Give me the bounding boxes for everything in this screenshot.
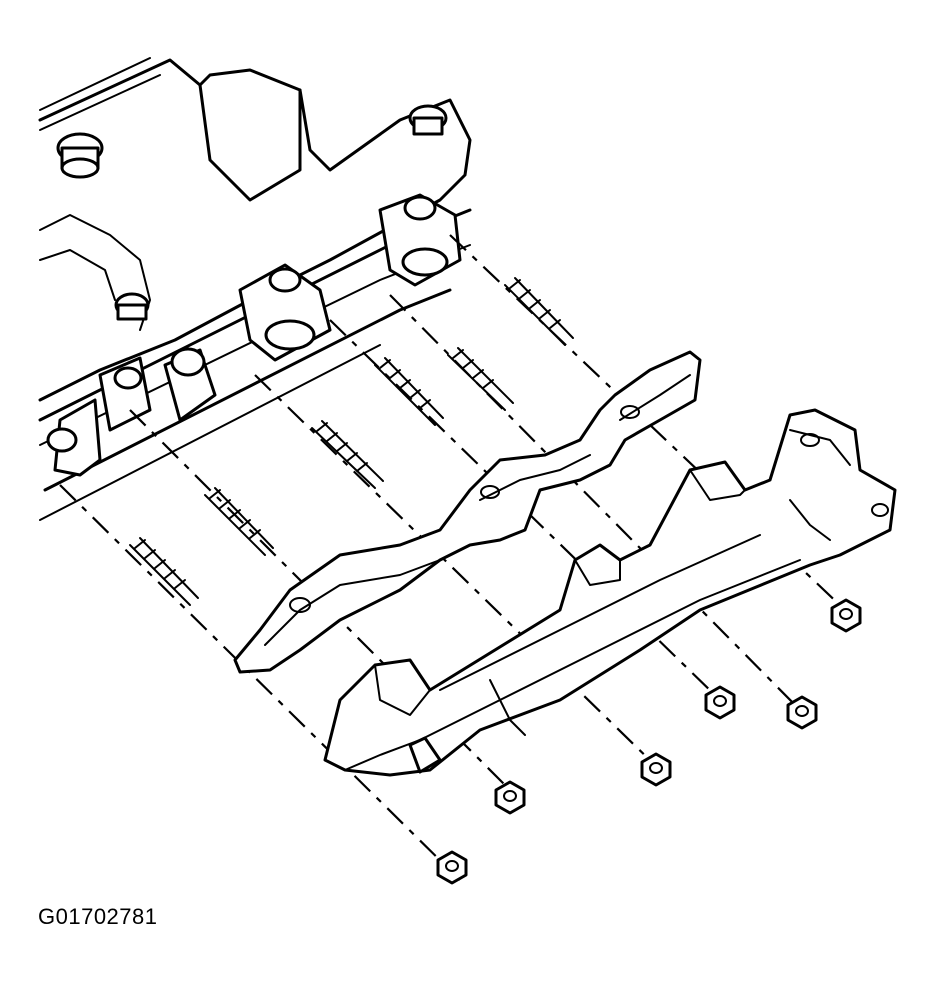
nut [830,598,862,633]
exhaust-manifold-gasket [233,350,702,674]
cylinder-head [38,57,472,521]
head-bolt [114,292,150,321]
stud [204,487,274,556]
exhaust-port [46,356,152,477]
exhaust-manifold [323,408,897,777]
head-bolt [56,132,104,179]
stud [311,420,384,489]
head-bolt [408,104,448,136]
stud [374,357,444,426]
exhaust-port [163,347,217,422]
stud [129,537,199,606]
nut [436,850,468,885]
figure-id-label: G01702781 [38,904,158,929]
exhaust-port [238,263,332,362]
stud [504,277,574,346]
exhaust-port [378,193,462,287]
nut [640,752,672,787]
manifold-nuts [436,598,862,885]
nut [704,685,736,720]
stud [447,347,514,411]
exhaust-ports [46,193,462,477]
nut [494,780,526,815]
nut [786,695,818,730]
